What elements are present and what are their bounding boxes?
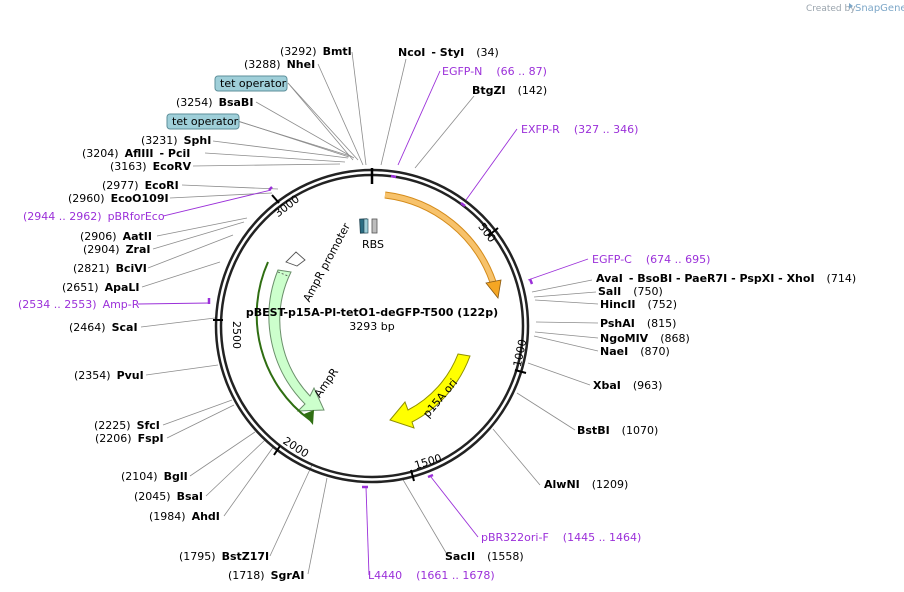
site-bsabi: (3254)BsaBI: [176, 96, 253, 109]
orange-feature-arrowhead: [485, 279, 502, 299]
primer-amp-r: (2534 .. 2553)Amp-R: [18, 298, 140, 311]
site-sacii: SacII(1558): [445, 550, 524, 563]
site-bgli: (2104)BglI: [121, 470, 188, 483]
tet-operator-tag-1: [214, 75, 288, 92]
ampr-strand-arrowhead: [304, 410, 314, 425]
site-leader-lines: [140, 51, 599, 575]
primer-pbr322ori-f: pBR322ori-F(1445 .. 1464): [481, 531, 641, 544]
tick-label-1500: 1500: [413, 452, 444, 473]
orange-feature-arc-outline: [384, 191, 497, 284]
site-bmti: (3292)BmtI: [280, 45, 352, 58]
tick-label-1000: 1000: [511, 338, 530, 368]
site-ahdi: (1984)AhdI: [149, 510, 220, 523]
primer-l4440: L4440(1661 .. 1678): [368, 569, 495, 582]
site-aatii: (2906)AatII: [80, 230, 152, 243]
site-hincii: HincII(752): [600, 298, 677, 311]
ampr-promoter-arrow: [285, 251, 306, 267]
site-afliii: (3204)AflIII- PciI: [82, 147, 190, 160]
site-bstz17i: (1795)BstZ17I: [179, 550, 269, 563]
scale-ticks: [213, 194, 527, 482]
site-sphi: (3231)SphI: [141, 134, 211, 147]
primer-labels: EGFP-N(66 .. 87) EXFP-R(327 .. 346) EGFP…: [18, 65, 710, 582]
site-xbai: XbaI(963): [593, 379, 662, 392]
primer-exfp-r: EXFP-R(327 .. 346): [521, 123, 638, 136]
ampr-label: AmpR: [312, 365, 342, 400]
tet-operator-tag-1-label: tet operator: [220, 77, 287, 90]
tet-operator-box-2: [363, 218, 369, 234]
tet-operator-tag-2: [166, 113, 240, 130]
rbs-box: [371, 218, 378, 234]
site-ecoo109i: (2960)EcoO109I: [68, 192, 169, 205]
primer-leader-lines: [137, 70, 589, 576]
created-by-text: Created by: [806, 4, 856, 14]
rbs-label: RBS: [362, 238, 384, 251]
site-scai: (2464)ScaI: [69, 321, 138, 334]
primer-pbrforeco: (2944 .. 2962)pBRforEco: [23, 210, 165, 223]
plasmid-name: pBEST-p15A-Pl-tetO1-deGFP-T500 (122p): [246, 306, 498, 319]
tick-label-2500: 2500: [230, 321, 243, 349]
site-avai: AvaI- BsoBI - PaeR7I - PspXI - XhoI(714): [596, 272, 856, 285]
primer-egfp-c: EGFP-C(674 .. 695): [592, 253, 710, 266]
primer-egfp-n: EGFP-N(66 .. 87): [442, 65, 547, 78]
site-fspi: (2206)FspI: [95, 432, 164, 445]
site-alwni: AlwNI(1209): [544, 478, 628, 491]
site-pvui: (2354)PvuI: [74, 369, 144, 382]
primer-marks: [207, 174, 534, 489]
ampr-strand-arc: [255, 261, 311, 421]
site-apali: (2651)ApaLI: [62, 281, 140, 294]
site-ngomiv: NgoMIV(868): [600, 332, 690, 345]
site-ncoi: NcoI- StyI(34): [398, 46, 499, 59]
site-sali: SalI(750): [598, 285, 663, 298]
site-bsai: (2045)BsaI: [134, 490, 203, 503]
site-pshai: PshAI(815): [600, 317, 676, 330]
site-ecori: (2977)EcoRI: [102, 179, 179, 192]
site-bstbi: BstBI(1070): [577, 424, 658, 437]
site-zrai: (2904)ZraI: [83, 243, 151, 256]
site-btgzi: BtgZI(142): [472, 84, 547, 97]
p15a-ori-feature: [389, 353, 471, 429]
plasmid-size: 3293 bp: [349, 320, 394, 333]
right-site-labels: NcoI- StyI(34) BtgZI(142) AvaI- BsoBI - …: [398, 46, 856, 563]
ampr-promoter-dash: [277, 271, 289, 277]
ampr-feature: [268, 269, 325, 412]
ampr-promoter-label: AmpR promoter: [300, 221, 353, 305]
site-naei: NaeI(870): [600, 345, 670, 358]
site-nhei: (3288)NheI: [244, 58, 315, 71]
site-sfci: (2225)SfcI: [94, 419, 160, 432]
site-ecorv: (3163)EcoRV: [110, 160, 192, 173]
left-site-labels: (3292)BmtI (3288)NheI (3254)BsaBI (3231)…: [62, 45, 352, 582]
tet-operator-tag-2-label: tet operator: [172, 115, 239, 128]
snapgene-brand: SnapGene: [855, 3, 904, 14]
site-sgrai: (1718)SgrAI: [228, 569, 304, 582]
tick-label-500: 500: [475, 220, 498, 245]
orange-feature-arc: [384, 192, 496, 283]
snapgene-logo-icon: [849, 3, 853, 9]
site-bcivi: (2821)BciVI: [73, 262, 147, 275]
